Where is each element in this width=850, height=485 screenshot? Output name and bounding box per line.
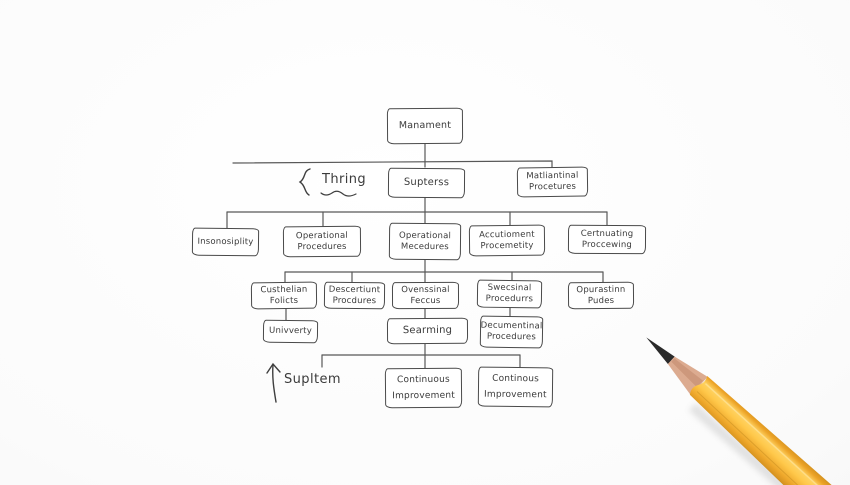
node-certnuating-proccewing: Certnuating Proccewing bbox=[567, 224, 647, 255]
node-matliantinal-procetures: Matliantinal Procetures bbox=[516, 166, 589, 198]
node-accutioment-procemetity: Accutioment Procemetity bbox=[468, 224, 546, 257]
node-decumentinal-procedures: Decumentinal Procedures bbox=[479, 315, 544, 349]
node-continuous-improvement-left: Continuous Improvement bbox=[384, 367, 463, 409]
up-arrow bbox=[266, 362, 281, 403]
supltem-label: Supltem bbox=[284, 372, 341, 387]
brace-mark bbox=[298, 168, 311, 196]
pencil-facet-shade bbox=[696, 391, 825, 485]
node-searming: Searming bbox=[386, 317, 469, 345]
node-insonosiplity: Insonosiplity bbox=[191, 227, 260, 257]
node-continous-improvement-right: Continous Improvement bbox=[477, 366, 554, 408]
pencil-wood-streak bbox=[671, 358, 703, 388]
thring-label: Thring bbox=[322, 172, 367, 187]
underline-squiggle bbox=[320, 190, 357, 197]
pencil-wood-cone bbox=[667, 356, 708, 396]
node-opurastinn-pudes: Opurastinn Pudes bbox=[567, 281, 635, 310]
node-manament: Manament bbox=[386, 107, 464, 145]
node-operational-procedures: Operational Procedures bbox=[282, 225, 362, 258]
pencil-facet-highlight bbox=[705, 383, 834, 485]
node-operational-mecedures: Operational Mecedures bbox=[388, 222, 462, 261]
pencil-graphite-tip bbox=[646, 337, 675, 365]
node-swecsinal-procedurrs: Swecsinal Procedurrs bbox=[476, 279, 543, 309]
pencil-shadow bbox=[688, 403, 820, 485]
node-supterss: Supterss bbox=[387, 167, 466, 199]
node-descertiunt-procdures: Descertiunt Procdures bbox=[323, 281, 386, 310]
pencil-body bbox=[689, 375, 840, 485]
node-ovenssinal-feccus: Ovenssinal Feccus bbox=[391, 281, 460, 310]
node-custhelian-folicts: Custhelian Folicts bbox=[250, 281, 318, 310]
node-univverty: Univverty bbox=[262, 319, 319, 344]
